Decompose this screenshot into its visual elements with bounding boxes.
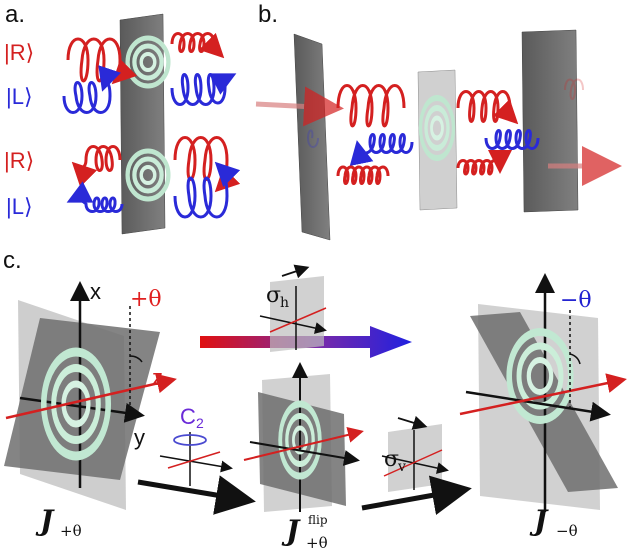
cavity-helix-R-lower <box>336 161 500 184</box>
state-middle-symbol: J <box>281 514 301 547</box>
state-left-subscript: +θ <box>60 522 82 540</box>
metasurface-spiral-bottom <box>125 148 171 202</box>
c2-inset: C 2 <box>159 404 233 486</box>
sigma-h-inset: σ h <box>259 264 327 352</box>
state-right-subscript: −θ <box>556 522 578 540</box>
faint-helix-left <box>306 129 319 148</box>
helix-R-in-bottom <box>71 145 122 188</box>
axis-y-right <box>465 390 611 422</box>
structure-left: x z y +θ <box>4 279 177 510</box>
sigma-h-double-arrow <box>281 264 310 279</box>
sigma-v-red-axis <box>383 449 443 477</box>
sigma-h-subscript: h <box>280 295 289 311</box>
state-label-right: J −θ <box>529 504 578 540</box>
c2-rotation-icon <box>173 434 207 446</box>
plate-left-tilted <box>4 318 160 480</box>
mirror-left <box>293 33 331 241</box>
sigma-v-symbol: σ <box>384 447 399 472</box>
ket-R-bottom: |R⟩ <box>4 148 34 173</box>
ket-R-top: |R⟩ <box>4 40 34 65</box>
panel-label-b: b. <box>258 1 278 28</box>
angle-pos-label: +θ <box>130 287 162 312</box>
axis-x-label-left: x <box>90 279 101 304</box>
panel-label-a: a. <box>5 1 25 28</box>
state-left-symbol: J <box>35 504 55 537</box>
axis-y-middle <box>249 441 360 466</box>
helix-L-in-top <box>62 65 122 114</box>
arrow-step-2 <box>361 475 472 515</box>
ket-L-top: |L⟩ <box>6 84 33 109</box>
sigma-h-symbol: σ <box>266 283 281 308</box>
axis-z-label-left: z <box>152 365 163 390</box>
c2-horizontal-axis <box>159 455 233 473</box>
c2-subscript: 2 <box>196 415 204 431</box>
state-label-left: J +θ <box>35 504 82 540</box>
state-middle-subscript: +θ <box>306 534 328 551</box>
metasurface-spiral-left <box>40 347 112 461</box>
helix-R-out-top <box>170 32 225 59</box>
axis-z-left <box>5 373 177 420</box>
axis-y-left <box>19 396 145 423</box>
metasurface-spiral-right <box>506 328 574 424</box>
angle-neg-label: −θ <box>560 288 592 313</box>
theta-arc-right <box>569 353 581 365</box>
helix-R-out-bottom <box>173 136 241 193</box>
structure-middle <box>243 362 364 512</box>
structure-right: −θ <box>459 273 627 512</box>
panel-b <box>255 29 622 241</box>
c2-red-axis <box>167 451 221 469</box>
helix-L-out-top <box>170 73 237 106</box>
axis-y-label-left: y <box>134 425 145 450</box>
sigma-v-inset: σ v <box>381 415 449 492</box>
panel-c: x z y +θ σ h C 2 <box>4 264 627 551</box>
sigma-v-subscript: v <box>397 459 406 475</box>
beam-in <box>255 86 344 127</box>
arrow-step-1 <box>137 475 256 515</box>
metasurface-spiral-middle <box>278 400 322 480</box>
faint-helix-right <box>564 78 584 100</box>
sigma-v-double-arrow <box>397 415 428 430</box>
sigma-h-plane <box>270 276 324 352</box>
helix-R-in-top <box>66 37 138 85</box>
panel-a: |R⟩ |L⟩ |R⟩ |L⟩ <box>4 13 241 235</box>
state-right-symbol: J <box>529 504 549 537</box>
ket-L-bottom: |L⟩ <box>6 194 33 219</box>
c2-symbol: C <box>180 404 196 429</box>
mirror-right <box>521 29 579 213</box>
helix-L-in-bottom <box>66 181 124 213</box>
helix-L-out-bottom <box>173 161 241 219</box>
theta-arc-left <box>129 355 143 363</box>
axis-z-right <box>459 373 627 416</box>
panel-label-c: c. <box>3 247 22 274</box>
state-middle-superscript: flip <box>308 513 328 527</box>
state-label-middle: J flip +θ <box>281 513 328 551</box>
sigma-h-red-axis <box>269 307 327 333</box>
metasurface-spiral-b <box>418 95 456 161</box>
axis-z-middle <box>243 427 364 461</box>
sigma-v-plane <box>388 424 442 492</box>
